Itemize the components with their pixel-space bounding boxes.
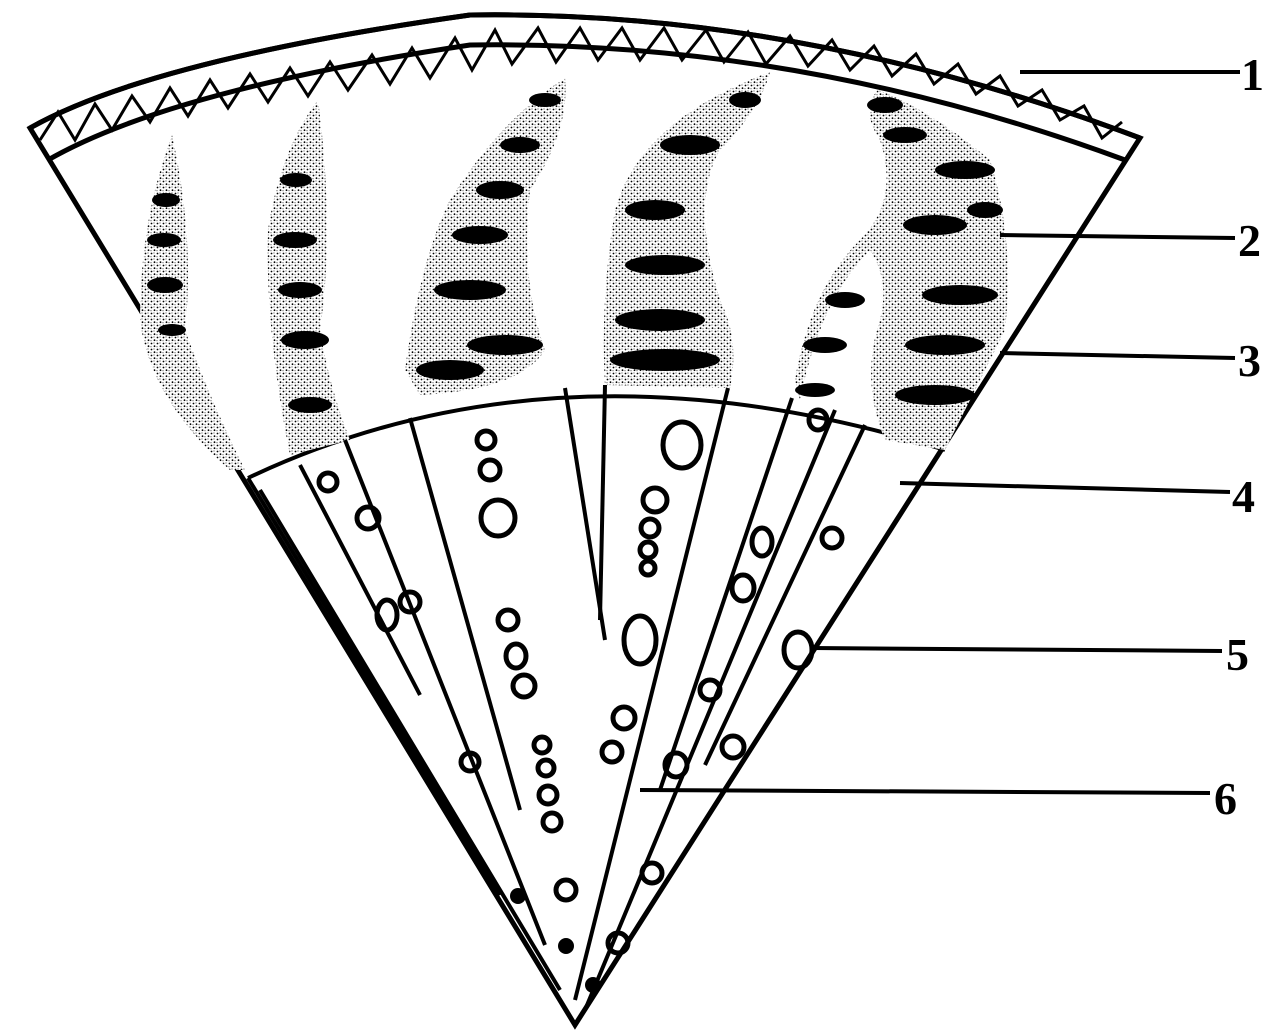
leader-line-3 — [1000, 353, 1235, 358]
label-3: 3 — [1238, 338, 1261, 384]
leader-line-4 — [900, 483, 1230, 492]
leader-line-5 — [812, 648, 1222, 651]
label-4: 4 — [1232, 474, 1255, 520]
label-1: 1 — [1241, 52, 1264, 98]
label-2: 2 — [1238, 218, 1261, 264]
label-6: 6 — [1214, 776, 1237, 822]
label-5: 5 — [1226, 632, 1249, 678]
